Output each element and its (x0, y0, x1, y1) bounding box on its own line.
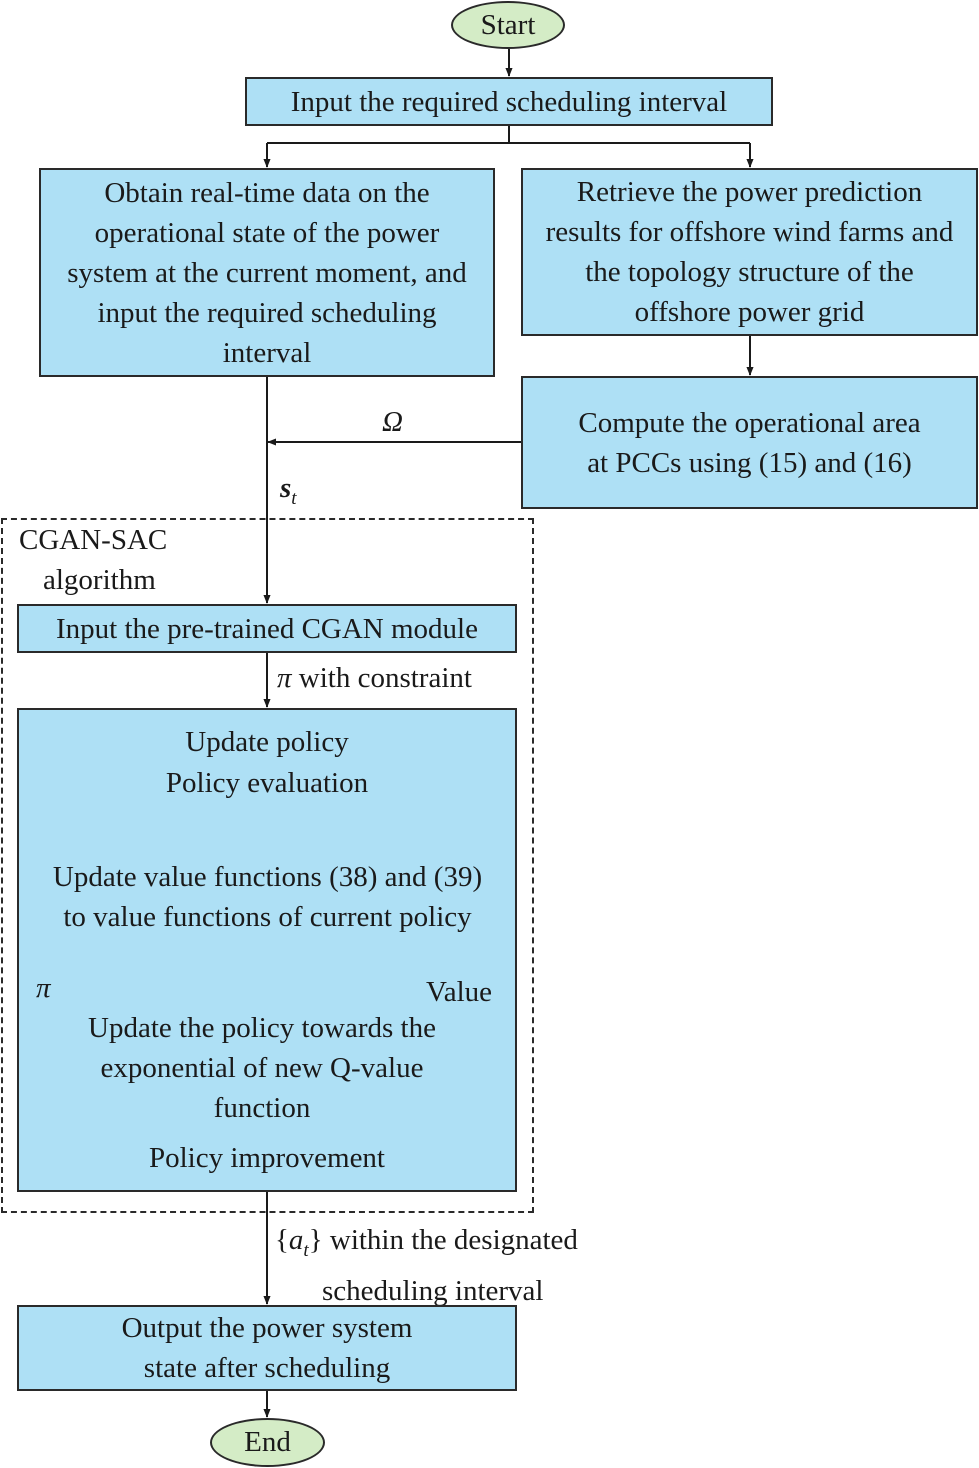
actions-symbol: a (288, 1224, 304, 1256)
start-terminal: Start (451, 1, 565, 49)
input-cgan-text: Input the pre-trained CGAN module (55, 612, 478, 645)
end-terminal: End (210, 1418, 325, 1467)
omega-label: Ω (382, 406, 403, 438)
cgan-sac-title-line2: algorithm (43, 564, 156, 596)
output-state-box: Output the power system state after sche… (17, 1305, 517, 1391)
end-label: End (244, 1426, 291, 1458)
update-policy-title: Update policy (185, 726, 349, 758)
cgan-sac-container (1, 518, 534, 1213)
policy-evaluation-title: Policy evaluation (165, 767, 369, 799)
compute-area-text: Compute the operational area at PCCs usi… (578, 406, 921, 479)
cgan-sac-title-line1: CGAN-SAC (19, 524, 168, 556)
retrieve-prediction-text: Retrieve the power prediction results fo… (545, 176, 954, 328)
actions-close-brace: } (308, 1224, 323, 1256)
actions-label: {at} within the designated scheduling in… (275, 1220, 578, 1311)
actions-open-brace: { (275, 1224, 289, 1256)
policy-improvement-title: Policy improvement (149, 1142, 385, 1174)
policy-update-text: Update the policy towards the exponentia… (88, 1012, 436, 1124)
cgan-sac-title: CGAN-SAC algorithm (19, 520, 167, 600)
actions-line1-text: within the designated (322, 1224, 578, 1256)
input-interval-text: Input the required scheduling interval (290, 85, 728, 118)
obtain-realtime-text: Obtain real-time data on the operational… (67, 176, 467, 369)
pi-symbol: π (277, 662, 292, 694)
policy-pi-label: π (36, 972, 51, 1004)
actions-line2: scheduling interval (322, 1274, 544, 1307)
actions-subscript: t (303, 1239, 309, 1261)
input-cgan-box: Input the pre-trained CGAN module (17, 604, 517, 653)
obtain-realtime-box: Obtain real-time data on the operational… (39, 168, 495, 377)
start-label: Start (480, 8, 536, 41)
actions-line1: {at} within the designated (275, 1220, 578, 1271)
output-state-text: Output the power system state after sche… (121, 1312, 413, 1384)
update-policy-box (17, 708, 517, 1192)
retrieve-prediction-box: Retrieve the power prediction results fo… (521, 168, 978, 336)
state-subscript: t (291, 487, 297, 509)
state-symbol: s (280, 472, 292, 504)
input-interval-box: Input the required scheduling interval (245, 77, 773, 126)
value-update-text: Update value functions (38) and (39) to … (52, 861, 483, 933)
compute-area-box: Compute the operational area at PCCs usi… (521, 376, 978, 509)
value-label: Value (426, 976, 493, 1008)
pi-constraint-text: with constraint (291, 662, 472, 694)
pi-constraint-label: π with constraint (277, 658, 472, 698)
state-label: st (280, 468, 297, 519)
